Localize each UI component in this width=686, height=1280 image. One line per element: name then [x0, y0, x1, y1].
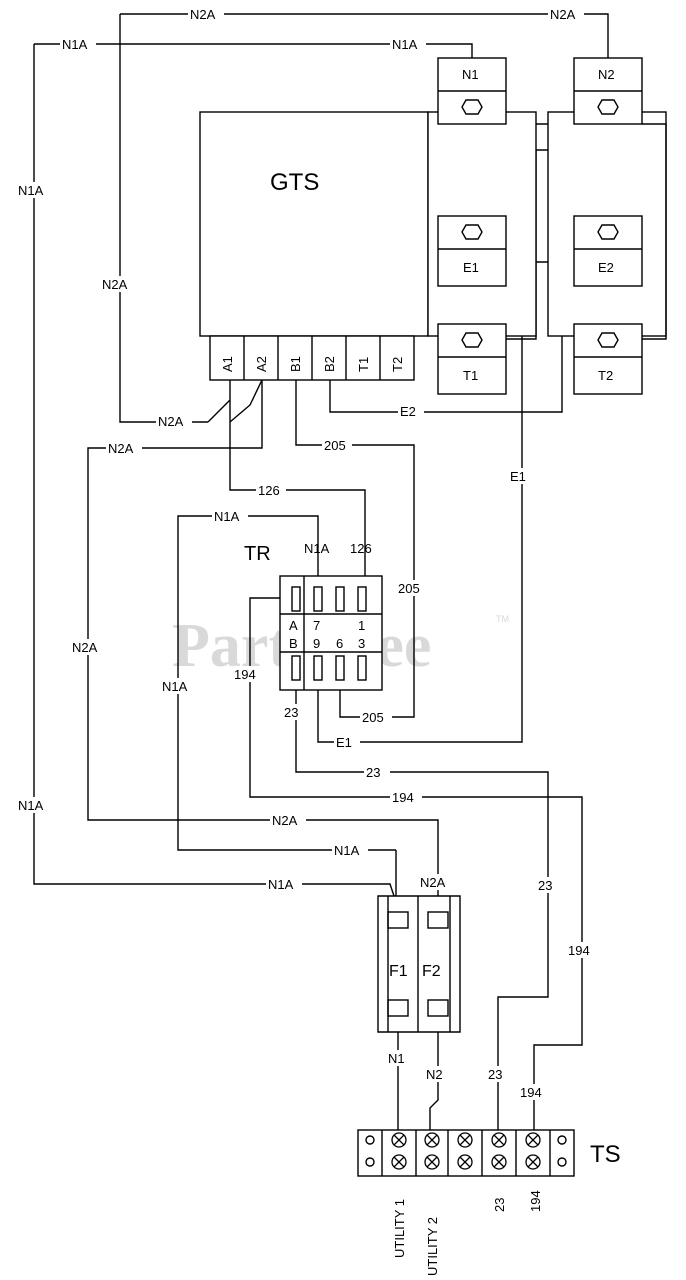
label-n2a-top-left: N2A [190, 7, 216, 22]
ts-194: 194 [528, 1190, 543, 1212]
wire-n2-out [429, 1018, 439, 1130]
n1-label: N1 [462, 67, 479, 82]
connector-t1: T1 [437, 323, 507, 395]
wire-205 [295, 380, 415, 718]
label-n2a-left-vertical: N2A [102, 277, 128, 292]
label-23-vertical: 23 [538, 878, 552, 893]
e1-label: E1 [463, 260, 479, 275]
tr-row2-3: 3 [358, 636, 365, 651]
label-n1a-mid: N1A [162, 679, 188, 694]
label-n2a-f2-top: N2A [420, 875, 446, 890]
wire-194 [249, 597, 583, 1130]
label-n1a-tr-top: N1A [214, 509, 240, 524]
connector-n2: N2 [573, 57, 643, 125]
t1-label: T1 [463, 368, 478, 383]
ts-utility-1: UTILITY 1 [392, 1199, 407, 1258]
n2-label: N2 [598, 67, 615, 82]
tr-row1-7: 7 [313, 618, 320, 633]
terminal-t2: T2 [390, 357, 405, 372]
label-n2a-to-f2: N2A [272, 813, 298, 828]
tr-relay: TR A 7 1 B 9 6 3 N1A 126 [244, 541, 383, 691]
fuse-holder: F1 F2 [377, 895, 461, 1033]
terminal-a2: A2 [254, 356, 269, 372]
label-n1-out: N1 [388, 1051, 405, 1066]
label-e2: E2 [400, 404, 416, 419]
label-n1a-far-left-lower: N1A [18, 798, 44, 813]
label-126: 126 [258, 483, 280, 498]
connector-e1: E1 [437, 215, 507, 287]
tr-top-126: 126 [350, 541, 372, 556]
tr-row1-a: A [289, 618, 298, 633]
label-205-right: 205 [398, 581, 420, 596]
label-n1a-to-f1-lower: N1A [268, 877, 294, 892]
label-205-bottom: 205 [362, 710, 384, 725]
connector-t2: T2 [573, 323, 643, 395]
label-23-under-tr: 23 [284, 705, 298, 720]
gts-label: GTS [270, 169, 319, 196]
gts-unit: GTS A1 A2 B1 B2 T1 T2 [199, 111, 667, 381]
label-e1-bottom: E1 [336, 735, 352, 750]
tr-row1-1: 1 [358, 618, 365, 633]
tr-label: TR [244, 543, 271, 565]
wire-t2-loop [642, 123, 667, 340]
ts-23: 23 [492, 1198, 507, 1212]
label-23-ts: 23 [488, 1067, 502, 1082]
terminal-t1: T1 [356, 357, 371, 372]
t2-label: T2 [598, 368, 613, 383]
ts-label: TS [590, 1141, 621, 1168]
label-194-left: 194 [234, 667, 256, 682]
tr-top-n1a: N1A [304, 541, 330, 556]
e2-label: E2 [598, 260, 614, 275]
wire-a2-n2a [207, 379, 263, 423]
label-n2a-top-right: N2A [550, 7, 576, 22]
wire-n1a-tr [177, 515, 396, 851]
label-194-long: 194 [392, 790, 414, 805]
wire-labels: N2A N2A N1A N1A N1A N2A N2A N2A 205 E2 E… [16, 6, 598, 1100]
hex-bolt-icon [597, 224, 619, 240]
label-n2-out: N2 [426, 1067, 443, 1082]
ts-utility-2: UTILITY 2 [425, 1217, 440, 1276]
terminal-b2: B2 [322, 356, 337, 372]
terminal-b1: B1 [288, 356, 303, 372]
hex-bolt-icon [597, 332, 619, 348]
f2-label: F2 [422, 963, 441, 980]
label-194-vertical: 194 [568, 943, 590, 958]
label-n2a-a2: N2A [108, 441, 134, 456]
label-194-ts: 194 [520, 1085, 542, 1100]
label-n2a-a1: N2A [158, 414, 184, 429]
wire-a2-down [87, 380, 439, 898]
tr-row2-6: 6 [336, 636, 343, 651]
watermark-tm: TM [496, 614, 509, 624]
hex-bolt-icon [597, 99, 619, 115]
label-n2a-mid: N2A [72, 640, 98, 655]
label-n1a-top-right: N1A [392, 37, 418, 52]
connector-e2: E2 [573, 215, 643, 287]
label-205-b1: 205 [324, 438, 346, 453]
terminal-a1: A1 [220, 356, 235, 372]
fuse-body [377, 895, 461, 1033]
f1-label: F1 [389, 963, 408, 980]
label-n1a-to-f1-upper: N1A [334, 843, 360, 858]
tr-row2-9: 9 [313, 636, 320, 651]
hex-bolt-icon [461, 332, 483, 348]
label-n1a-top-left: N1A [62, 37, 88, 52]
hex-bolt-icon [461, 224, 483, 240]
terminal-strip: TS UTILITY 1 UTILITY 2 23 194 [357, 1129, 621, 1276]
label-e1-vertical: E1 [510, 469, 526, 484]
hex-bolt-icon [461, 99, 483, 115]
label-n1a-left-vertical: N1A [18, 183, 44, 198]
gts-box [199, 111, 429, 337]
tr-row2-b: B [289, 636, 298, 651]
label-23-long: 23 [366, 765, 380, 780]
wire-126 [229, 380, 366, 583]
connector-n1: N1 [437, 57, 507, 125]
screw-terminal-icons [391, 1132, 541, 1170]
